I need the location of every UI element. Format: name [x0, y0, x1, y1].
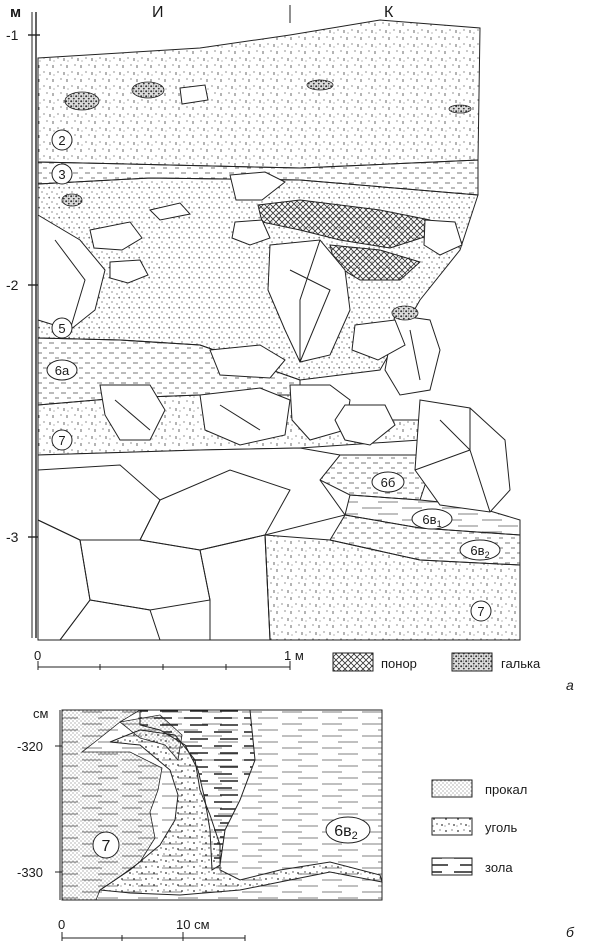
layer-label-7 [51, 429, 73, 451]
layer-label-5-text: 5 [58, 321, 65, 336]
scale-label-1m: 1 м [284, 648, 304, 663]
legend-swatch-prokal [431, 779, 473, 798]
legend-label-prokal: прокал [485, 782, 527, 797]
scale-label-10cm: 10 см [176, 917, 210, 932]
depth-tick-label: -1 [6, 27, 19, 43]
layer-2 [37, 19, 481, 169]
layer-7-b [61, 709, 163, 901]
layer-label-7-lower-text: 7 [477, 604, 484, 619]
layer-label-7-b-text: 7 [102, 838, 111, 855]
depth-tick-label: -2 [6, 277, 19, 293]
layer-labels: 2 3 5 6а 7 6б 6в1 6в2 7 [46, 129, 501, 622]
layer-label-5 [51, 317, 73, 339]
depth-tick-label-b: -320 [17, 739, 43, 754]
layer-label-6v2-text: 6в2 [470, 543, 489, 560]
layer-label-3 [51, 163, 73, 185]
burnt-band [119, 714, 183, 761]
scale-label-zero-b: 0 [58, 917, 65, 932]
legend-label-ponor: понор [381, 656, 417, 671]
legend-swatch-ash [431, 857, 473, 876]
layer-label-6v1 [411, 508, 453, 530]
column-label-i: И [152, 4, 164, 21]
ponor-zone [257, 199, 441, 249]
panel-a: м И К -1 -2 -3 [6, 4, 574, 693]
legend-a: понор галька [332, 652, 541, 672]
layer-label-6v2 [459, 539, 501, 561]
layer-label-6b [371, 471, 405, 493]
legend-swatch-coal [431, 817, 473, 836]
depth-tick-label: -3 [6, 529, 19, 545]
layer-label-6v2-b-text: 6в2 [334, 823, 358, 842]
layer-label-6a [46, 359, 78, 381]
depth-unit-label-b: см [33, 706, 49, 721]
layer-label-7-text: 7 [58, 433, 65, 448]
legend-label-ash: зола [485, 860, 513, 875]
scale-bar-b: 0 10 см [58, 917, 246, 941]
legend-swatch-ponor [332, 652, 374, 672]
layer-label-6b-text: 6б [381, 475, 396, 490]
legend-b: прокал уголь зола [431, 779, 527, 876]
scale-label-zero: 0 [34, 648, 41, 663]
legend-swatch-pebble [451, 652, 493, 672]
depth-unit-label: м [10, 4, 21, 21]
legend-label-coal: уголь [485, 820, 517, 835]
scale-bar-a: 0 1 м [34, 648, 304, 670]
layer-label-3-text: 3 [58, 167, 65, 182]
pebbles [61, 79, 472, 321]
layer-label-7-lower [470, 600, 492, 622]
layer-label-6a-text: 6а [55, 363, 70, 378]
depth-tick-label-b: -330 [17, 865, 43, 880]
bedrock-blocks [37, 447, 346, 641]
layer-label-7-b [92, 831, 120, 859]
layer-label-2-text: 2 [58, 133, 65, 148]
rock-fragments [37, 84, 511, 513]
layer-label-6v2-b [325, 816, 371, 844]
legend-label-pebble: галька [501, 656, 541, 671]
layer-label-2 [51, 129, 73, 151]
panel-letter-b: б [566, 924, 575, 940]
column-label-k: К [384, 4, 394, 21]
layer-label-6v1-text: 6в1 [422, 512, 441, 529]
panel-letter-a: а [566, 677, 574, 693]
panel-b: см -320 -330 7 6в2 0 10 см [17, 706, 575, 941]
